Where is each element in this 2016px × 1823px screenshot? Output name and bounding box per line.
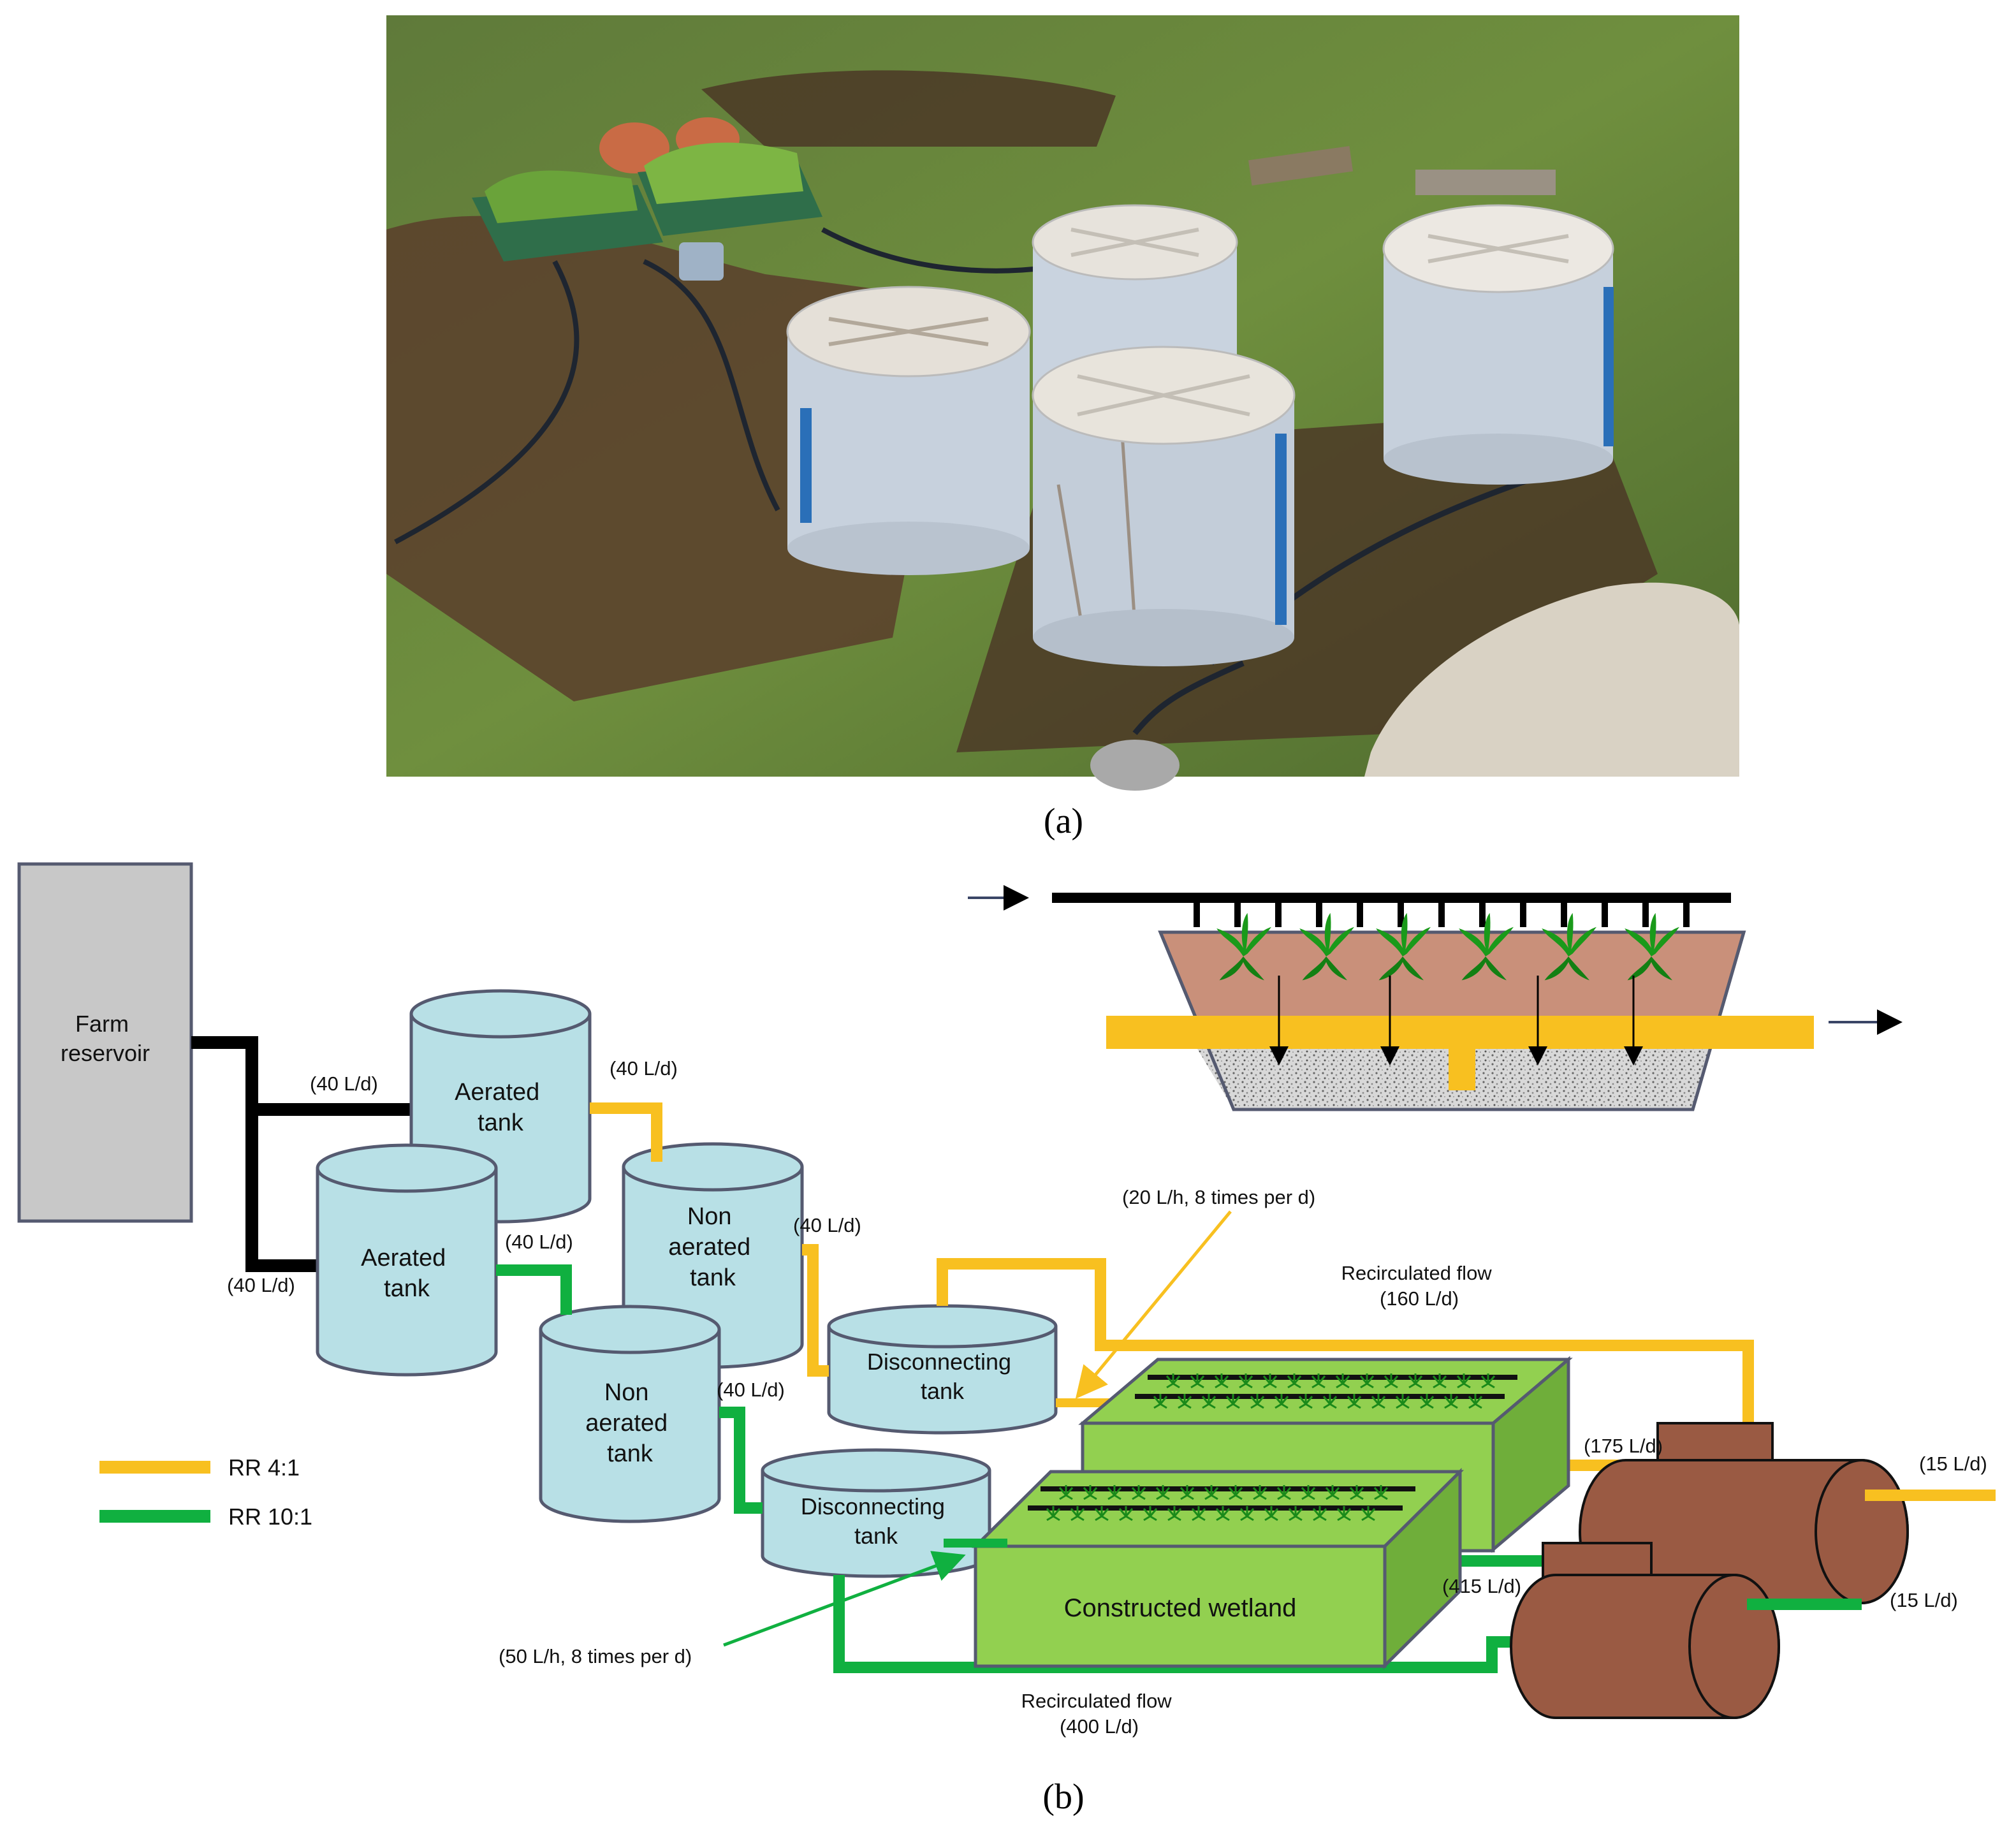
flow-label: (160 L/d) (1380, 1287, 1459, 1310)
non-aerated-tank-bottom: Non aerated tank (539, 1305, 721, 1523)
svg-text:Recirculated flow (160: Recirculated flow (160 L/d) (1341, 1262, 1498, 1310)
wetland-cross-section (968, 885, 1903, 1111)
storage-tank-rr10 (1510, 1542, 1780, 1719)
dosing-arrow-rr10 (723, 1551, 966, 1647)
svg-text:Recirculated flow (400: Recirculated flow (400 L/d) (1021, 1690, 1178, 1738)
disconnecting-tank-top: Disconnecting tank (827, 1304, 1058, 1435)
svg-text:Non aerated ta: Non aerated tank (585, 1379, 674, 1467)
process-diagram: Farm reservoir Aerated tank Non aerated … (17, 862, 1996, 1738)
dripper-icon (1683, 902, 1690, 927)
flow-label: (40 L/d) (310, 1073, 378, 1095)
panel-b-caption: (b) (1042, 1777, 1084, 1817)
flow-label: (175 L/d) (1584, 1435, 1663, 1457)
legend-label-rr10: RR 10:1 (228, 1504, 312, 1530)
flow-label: Recirculated flow (1341, 1262, 1493, 1284)
svg-text:Disconnecting tank: Disconnecting tank (801, 1493, 951, 1549)
dripper-icon (1438, 902, 1445, 927)
legend-label-rr4: RR 4:1 (228, 1454, 300, 1481)
dosing-arrow-rr4 (1075, 1210, 1232, 1399)
farm-reservoir-label: Farm (75, 1011, 129, 1037)
disconnecting-tank-bottom: Disconnecting tank (761, 1448, 991, 1578)
flow-label: (40 L/d) (717, 1379, 785, 1401)
flow-label: (415 L/d) (1442, 1575, 1521, 1597)
flow-label: (15 L/d) (1919, 1453, 1987, 1475)
farm-reservoir-label: reservoir (61, 1040, 150, 1066)
flow-label: (40 L/d) (227, 1274, 295, 1296)
flow-label: (50 L/h, 8 times per d) (499, 1645, 692, 1667)
svg-text:Disconnecting tank: Disconnecting tank (867, 1349, 1018, 1404)
dripper-icon (1602, 902, 1608, 927)
flow-label: (400 L/d) (1060, 1715, 1139, 1738)
svg-text:Aerated tank: Aerated tank (361, 1245, 453, 1302)
flow-label: (40 L/d) (793, 1214, 861, 1236)
flow-label: (20 L/h, 8 times per d) (1122, 1186, 1315, 1208)
svg-text:Non aerated ta: Non aerated tank (668, 1203, 757, 1291)
dripper-icon (1194, 902, 1200, 927)
flow-label: (40 L/d) (610, 1057, 678, 1080)
flow-label: (40 L/d) (505, 1231, 573, 1253)
panel-a-caption: (a) (1044, 802, 1083, 841)
dripper-icon (1316, 902, 1322, 927)
dripper-icon (1275, 902, 1282, 927)
constructed-wetland-label: Constructed wetland (1064, 1594, 1297, 1622)
dripper-icon (1642, 902, 1649, 927)
dripper-icon (1357, 902, 1363, 927)
dripper-icon (1234, 902, 1241, 927)
farm-reservoir (17, 862, 193, 1223)
dripper-icon (1561, 902, 1567, 927)
svg-text:Aerated tank: Aerated tank (455, 1079, 546, 1136)
constructed-wetland-front: Constructed wetland (971, 1468, 1465, 1669)
aerated-tank-bottom: Aerated tank (316, 1143, 498, 1377)
flow-label: (15 L/d) (1890, 1589, 1958, 1611)
svg-text:Farm reservoir: Farm reservoir (61, 1011, 150, 1066)
flow-label: Recirculated flow (1021, 1690, 1172, 1712)
legend: RR 4:1 RR 10:1 (99, 1454, 312, 1530)
site-photo (386, 15, 1739, 791)
dripper-icon (1520, 902, 1526, 927)
dripper-icon (1479, 902, 1486, 927)
dripper-icon (1398, 902, 1404, 927)
